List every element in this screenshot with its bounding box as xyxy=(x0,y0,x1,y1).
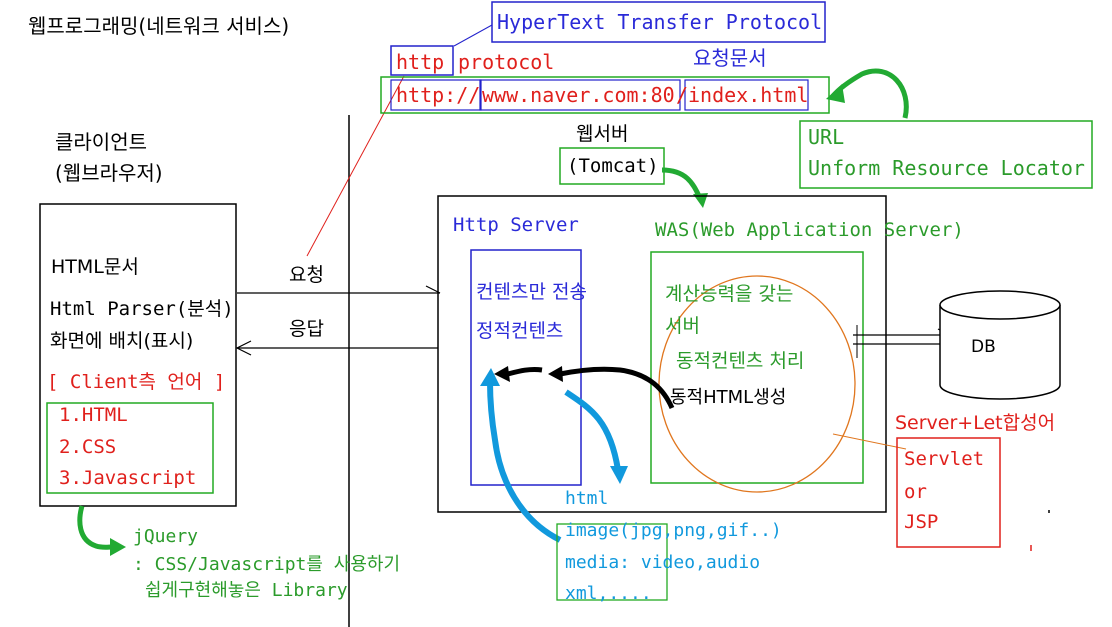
url-host-box xyxy=(479,79,681,111)
response-label: 응답 xyxy=(289,318,324,340)
client-display: 화면에 배치(표시) xyxy=(50,330,194,352)
http-word-box xyxy=(390,45,454,76)
request-doc-label: 요청문서 xyxy=(693,46,767,70)
url-desc-box xyxy=(799,120,1093,189)
tomcat-box xyxy=(559,147,665,185)
static-type-4: xml,.... xyxy=(565,583,652,604)
hypertext-connector xyxy=(453,24,493,47)
blue-static-arrow xyxy=(564,389,621,471)
tomcat-green-arrow xyxy=(661,167,703,200)
was-dynamic: 동적컨텐츠 처리 xyxy=(676,350,805,372)
servlet-title: Server+Let합성어 xyxy=(895,412,1056,434)
client-box xyxy=(39,203,237,507)
client-langs-box xyxy=(46,402,214,494)
hypertext-label: HyperText Transfer Protocol xyxy=(497,10,823,34)
url-green-arrow xyxy=(831,68,909,119)
url-outer-box xyxy=(380,76,830,114)
db-cylinder xyxy=(939,305,1061,400)
jquery-desc2: 쉽게구현해놓은 Library xyxy=(145,580,348,601)
http-server-title: Http Server xyxy=(453,214,579,236)
was-box xyxy=(650,251,864,484)
was-title: WAS(Web Application Server) xyxy=(655,219,964,241)
http-server-box xyxy=(470,249,582,486)
url-desc-line1: URL xyxy=(808,125,845,149)
servlet-item-3: JSP xyxy=(904,511,939,533)
jquery-desc1: : CSS/Javascript를 사용하기 xyxy=(133,554,401,575)
client-lang-title: [ Client측 언어 ] xyxy=(47,371,226,393)
client-lang-2: 2.CSS xyxy=(59,436,117,458)
client-html-doc: HTML문서 xyxy=(51,256,139,278)
was-dynamic-html: 동적HTML생성 xyxy=(670,387,787,408)
http-server-content-only: 컨텐츠만 전송 xyxy=(476,281,587,303)
static-types-box xyxy=(556,523,668,601)
client-lang-3: 3.Javascript xyxy=(59,467,197,489)
url-scheme: http:// xyxy=(396,83,481,107)
url-path-box xyxy=(684,79,809,111)
client-parser: Html Parser(분석) xyxy=(50,298,234,320)
was-line2: 서버 xyxy=(665,315,700,337)
url-separator: / xyxy=(676,83,689,107)
client-label-line1: 클라이언트 xyxy=(55,130,147,154)
tomcat-label: (Tomcat) xyxy=(567,155,659,177)
was-line1: 계산능력을 갖는 xyxy=(665,283,794,305)
url-desc-line2: Unform Resource Locator xyxy=(808,156,1085,180)
black-response-arrow xyxy=(559,366,675,410)
webserver-label: 웹서버 xyxy=(576,123,629,145)
client-label-line2: (웹브라우저) xyxy=(55,161,163,185)
static-type-1: html xyxy=(565,488,609,509)
blue-return-arrow xyxy=(487,381,562,543)
url-scheme-box xyxy=(390,79,482,111)
servlet-ellipse xyxy=(658,275,856,493)
http-pointer-line xyxy=(306,75,405,257)
request-label: 요청 xyxy=(289,264,324,286)
protocol-word: protocol xyxy=(458,50,555,74)
servlet-item-1: Servlet xyxy=(904,448,985,470)
url-host: www.naver.com:80 xyxy=(482,83,675,107)
page-title: 웹프로그래밍(네트워크 서비스) xyxy=(28,14,290,38)
client-lang-1: 1.HTML xyxy=(59,404,128,426)
url-path: index.html xyxy=(688,83,809,107)
static-type-3: media: video,audio xyxy=(565,552,761,573)
static-type-2: image(jpg,png,gif..) xyxy=(565,520,782,541)
response-arrowhead xyxy=(235,340,252,356)
servlet-item-2: or xyxy=(904,481,927,503)
hypertext-box xyxy=(491,1,826,43)
servlet-connector xyxy=(832,433,907,450)
http-word: http xyxy=(396,50,445,74)
jquery-title: jQuery xyxy=(133,526,199,547)
jquery-green-arrow xyxy=(77,505,113,550)
servlet-box xyxy=(896,437,1001,548)
http-server-static: 정적컨텐츠 xyxy=(476,320,564,342)
webserver-box xyxy=(437,195,887,513)
db-label: DB xyxy=(971,337,996,357)
